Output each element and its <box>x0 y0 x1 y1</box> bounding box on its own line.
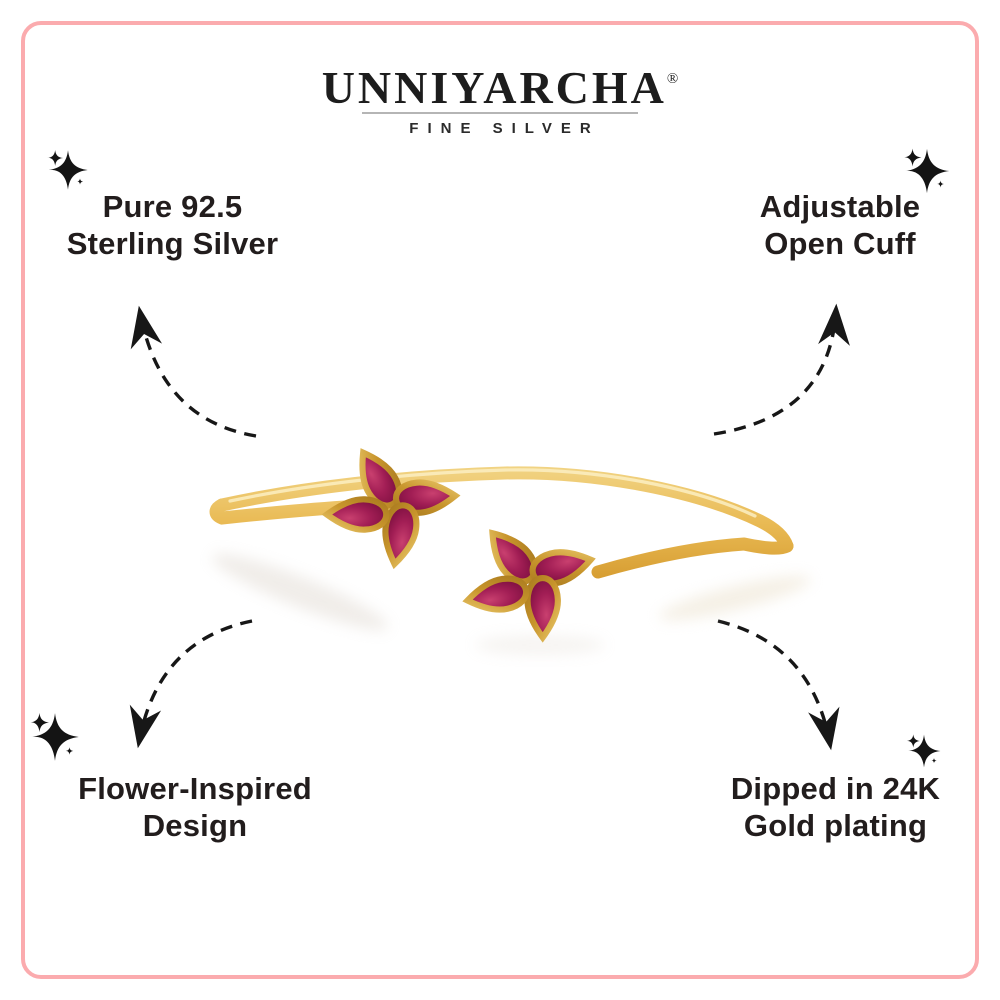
feature-line: Gold plating <box>743 808 928 843</box>
brand-tagline: FINE SILVER <box>409 120 600 137</box>
band-highlight <box>228 468 757 518</box>
registered-trademark-symbol: ® <box>666 71 679 87</box>
sparkle-icon <box>906 734 941 768</box>
arrow-top-left <box>130 305 257 438</box>
feature-line: Open Cuff <box>764 226 916 261</box>
arrow-bottom-right <box>717 619 840 751</box>
bracelet-band <box>209 466 794 579</box>
band-front-right-arc <box>591 537 794 579</box>
feature-line: Sterling Silver <box>66 226 279 261</box>
feature-line: Pure 92.5 <box>102 189 243 224</box>
feature-line: Flower-Inspired <box>78 771 312 806</box>
sparkle-icon <box>47 150 88 190</box>
band-back-arc <box>215 466 794 553</box>
arrow-bottom-left <box>129 619 253 749</box>
brand-name: UNNIYARCHA® <box>0 56 1000 111</box>
logo-divider <box>362 112 638 114</box>
feature-callout-silver: Pure 92.5 Sterling Silver <box>20 188 325 262</box>
feature-callout-open-cuff: Adjustable Open Cuff <box>690 188 990 262</box>
sparkle-icon <box>29 712 79 761</box>
feature-line: Adjustable <box>759 189 921 224</box>
feature-line: Design <box>142 808 248 843</box>
feature-callout-gold-plating: Dipped in 24K Gold plating <box>678 770 993 844</box>
band-front-left-arc <box>209 498 391 525</box>
feature-callout-flower-design: Flower-Inspired Design <box>30 770 360 844</box>
feature-line: Dipped in 24K <box>730 771 941 806</box>
arrow-top-right <box>713 303 850 436</box>
sparkle-icon <box>903 148 950 194</box>
brand-logo: UNNIYARCHA® FINE SILVER <box>0 56 1000 138</box>
flower-motif-right <box>448 503 609 659</box>
flower-motif-left <box>319 437 463 574</box>
brand-name-text: UNNIYARCHA <box>321 62 667 113</box>
bracelet-shadow <box>211 553 811 655</box>
